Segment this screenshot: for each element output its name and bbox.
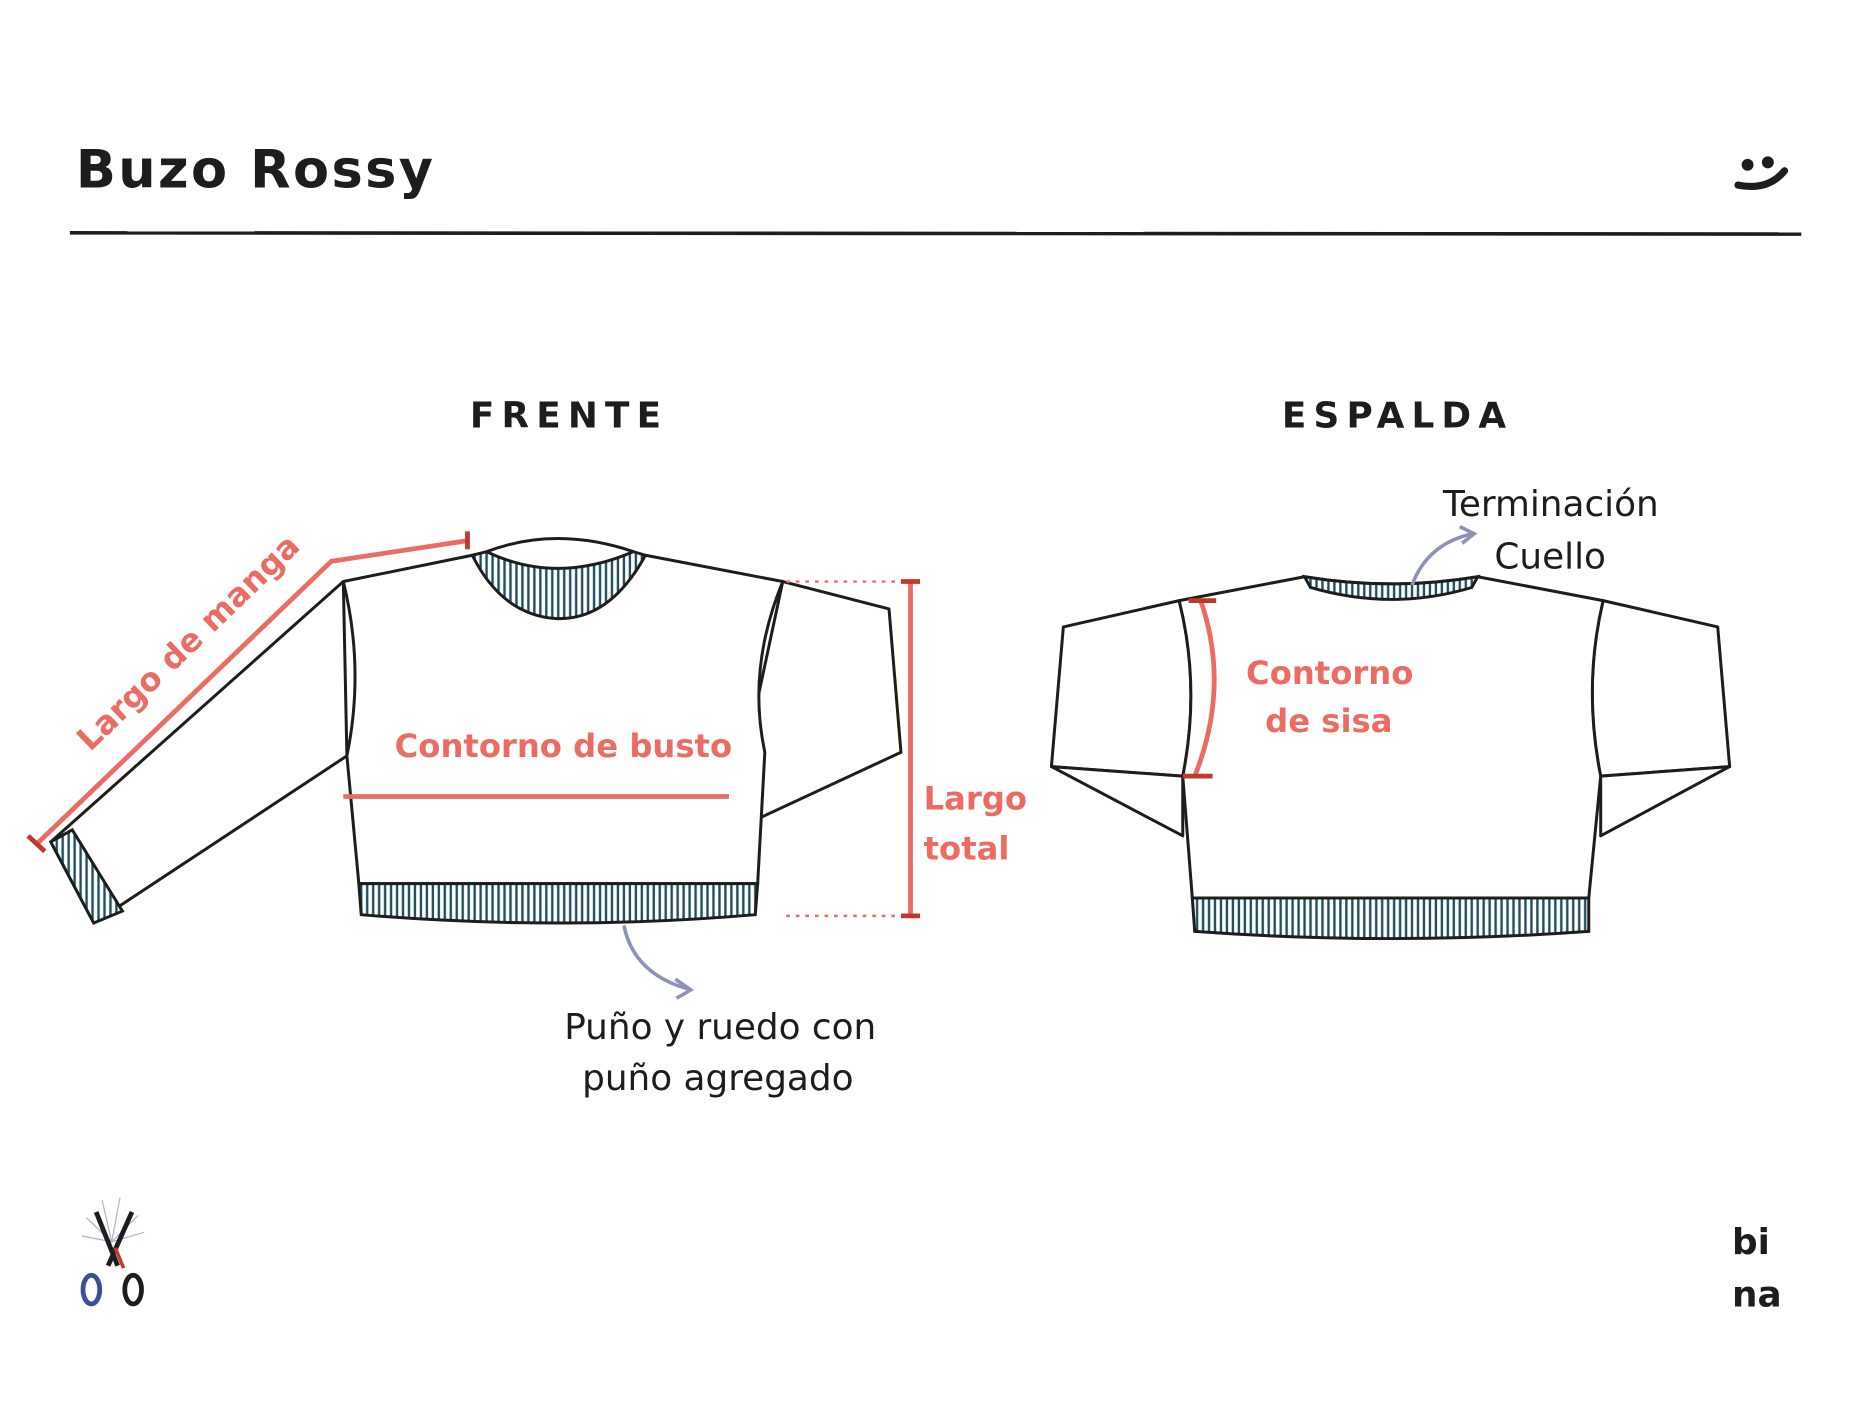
svg-text:na: na bbox=[1732, 1274, 1782, 1315]
cuff-arrow bbox=[622, 925, 695, 1000]
armhole-measure bbox=[1182, 598, 1217, 779]
back-right-sleeve bbox=[1590, 599, 1732, 778]
back-label: ESPALDA bbox=[1282, 395, 1513, 436]
scissors-icon bbox=[80, 1197, 145, 1307]
bina-logo: bi na bbox=[1732, 1222, 1782, 1316]
bust-label: Contorno de busto bbox=[395, 727, 732, 765]
collar-note-2: Cuello bbox=[1494, 536, 1606, 577]
collar-arrow bbox=[1410, 524, 1478, 586]
left-cuff bbox=[48, 827, 125, 925]
back-left-sleeve bbox=[1049, 599, 1193, 778]
front-collar bbox=[470, 550, 648, 621]
header-divider bbox=[69, 231, 1802, 236]
smile-icon bbox=[1734, 156, 1789, 191]
back-hem-band bbox=[1190, 896, 1591, 941]
sleeve-length-measure bbox=[26, 531, 470, 854]
back-collar bbox=[1301, 574, 1481, 601]
total-length-label-2: total bbox=[924, 830, 1010, 868]
collar-note-1: Terminación bbox=[1442, 484, 1659, 525]
page-title: Buzo Rossy bbox=[76, 139, 436, 200]
total-length-label-1: Largo bbox=[924, 780, 1027, 818]
back-sweater bbox=[1049, 574, 1732, 941]
armhole-label-1: Contorno bbox=[1246, 654, 1413, 692]
front-label: FRENTE bbox=[470, 395, 668, 436]
front-hem-band bbox=[357, 882, 760, 925]
svg-text:bi: bi bbox=[1732, 1222, 1770, 1263]
cuff-note-2: puño agregado bbox=[582, 1058, 853, 1099]
front-sweater bbox=[48, 537, 903, 925]
cuff-note-1: Puño y ruedo con bbox=[564, 1007, 876, 1048]
total-length-measure bbox=[786, 579, 921, 919]
armhole-label-2: de sisa bbox=[1265, 702, 1392, 740]
